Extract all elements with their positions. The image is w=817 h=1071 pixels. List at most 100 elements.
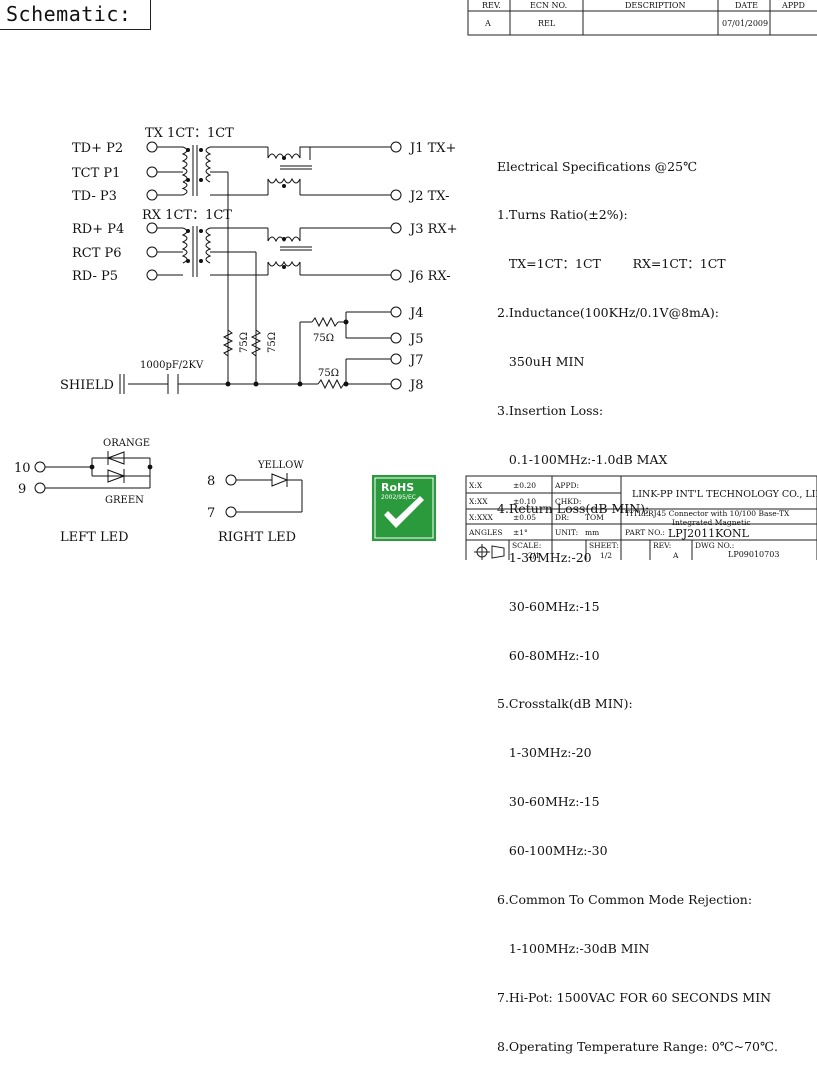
appd-header: APPD <box>781 1 805 10</box>
angles-val: ±1° <box>513 528 528 537</box>
tol-x-val: ±0.20 <box>513 481 536 490</box>
angles: ANGLES <box>468 528 503 537</box>
tol-xx-val: ±0.10 <box>513 497 536 506</box>
dr-label: DR: <box>555 513 569 522</box>
spec-line: 1.Turns Ratio(±2%): <box>497 207 628 223</box>
spec-line: 6.Common To Common Mode Rejection: <box>497 891 753 907</box>
right-led-pin-8: 8 <box>207 474 215 489</box>
spec-line: 4.Return Loss(dB MIN): <box>497 500 650 516</box>
pin-label-rd-minus: RD- P5 <box>72 269 118 284</box>
drawing-number: LP09010703 <box>728 550 779 559</box>
rev-label: REV: <box>653 541 671 550</box>
pin-label-td-plus: TD+ P2 <box>72 141 123 156</box>
spec-line: TX=1CT：1CT RX=1CT：1CT <box>497 256 726 272</box>
spec-line: 30-60MHz:-15 <box>497 598 600 614</box>
part-number: LPJ2011KONL <box>668 527 750 540</box>
chkd-label: CHKD: <box>555 497 581 506</box>
heading-box <box>0 0 151 30</box>
schematic-diagram: REV. ECN NO. DESCRIPTION DATE APPD A REL… <box>14 0 817 560</box>
revision-table <box>467 0 817 36</box>
rev-cell: A <box>484 19 491 28</box>
spec-line: 1-30MHz:-20 <box>497 549 592 565</box>
page-title: Schematic: <box>6 2 132 26</box>
title-field-label: TITLE: <box>625 509 651 518</box>
title-line-2: Integrated Magnetic <box>672 518 751 527</box>
rohs-badge <box>372 475 436 541</box>
dwg-label: DWG NO.: <box>695 541 734 550</box>
rx-ratio-label: RX 1CT：1CT <box>142 208 232 223</box>
rev-val: A <box>672 551 679 560</box>
pin-label-j8: J8 <box>408 378 423 393</box>
part-label: PART NO.: <box>625 528 665 537</box>
rohs-code: 2002/95/EC <box>381 494 416 501</box>
resistor-label-2: 75Ω <box>267 332 278 353</box>
tx-ratio-label: TX 1CT：1CT <box>145 126 234 141</box>
spec-line: 3.Insertion Loss: <box>497 403 604 419</box>
spec-line: 2.Inductance(100KHz/0.1V@8mA): <box>497 305 719 321</box>
appd-label: APPD: <box>554 481 579 490</box>
checkmark-icon <box>384 496 424 528</box>
sheet-val: 1/2 <box>600 551 612 560</box>
spec-line: 1-100MHz:-30dB MIN <box>497 940 650 956</box>
spec-line: 60-80MHz:-10 <box>497 647 600 663</box>
title-block-text: X:X ±0.20 X:XX ±0.10 X:XXX ±0.05 ANGLES … <box>468 481 790 560</box>
description-header: DESCRIPTION <box>625 1 685 10</box>
tol-xxx-val: ±0.05 <box>513 513 536 522</box>
pin-label-j5: J5 <box>408 332 423 347</box>
date-header: DATE <box>735 1 758 10</box>
right-led-color: YELLOW <box>257 460 304 471</box>
spec-line: 0.1-100MHz:-1.0dB MAX <box>497 451 668 467</box>
pin-label-j3: J3 RX+ <box>408 222 458 237</box>
spec-line: 350uH MIN <box>497 354 585 370</box>
sheet-label: SHEET: <box>589 541 619 550</box>
tol-xx: X:XX <box>469 497 488 506</box>
rev-header: REV. <box>482 1 501 10</box>
tol-x: X:X <box>469 481 483 490</box>
ecn-cell: REL <box>538 19 556 28</box>
title-block <box>465 475 817 560</box>
date-cell: 07/01/2009 <box>722 19 768 28</box>
spec-line: Electrical Specifications @25℃ <box>497 158 698 174</box>
title-line-1: RJ45 Connector with 10/100 Base-TX <box>648 509 790 518</box>
resistor-label-4: 75Ω <box>318 368 339 379</box>
rohs-label: RoHS <box>381 481 414 494</box>
resistor-label-1: 75Ω <box>239 332 250 353</box>
scale-val: 2/1 <box>528 551 540 560</box>
pin-label-j6: J6 RX- <box>408 269 451 284</box>
pin-label-j4: J4 <box>408 306 423 321</box>
left-led-pin-9: 9 <box>18 482 26 497</box>
capacitor-label: 1000pF/2KV <box>140 360 204 371</box>
unit-label: UNIT: <box>555 528 578 537</box>
left-led-top-color: ORANGE <box>103 438 150 449</box>
shield-label: SHIELD <box>60 378 114 393</box>
right-led-caption: RIGHT LED <box>218 530 296 545</box>
spec-line: 60-100MHz:-30 <box>497 843 608 859</box>
scale-label: SCALE: <box>512 541 541 550</box>
pin-label-rd-plus: RD+ P4 <box>72 222 124 237</box>
ecn-header: ECN NO. <box>530 1 567 10</box>
resistor-label-3: 75Ω <box>313 333 334 344</box>
spec-line: 5.Crosstalk(dB MIN): <box>497 696 633 712</box>
left-led-pin-10: 10 <box>14 461 31 476</box>
pin-label-rct: RCT P6 <box>72 246 122 261</box>
pin-label-j2: J2 TX- <box>408 189 449 204</box>
pin-label-td-minus: TD- P3 <box>72 189 117 204</box>
electrical-specifications: Electrical Specifications @25℃ 1.Turns R… <box>497 126 778 1071</box>
right-led-symbol <box>225 473 303 518</box>
circuit-wiring <box>119 141 402 394</box>
pin-label-tct: TCT P1 <box>72 166 120 181</box>
left-led-caption: LEFT LED <box>60 530 129 545</box>
dr-val: TOM <box>585 513 604 522</box>
pin-label-j1: J1 TX+ <box>408 141 456 156</box>
junction-dots <box>186 148 349 387</box>
spec-line: 8.Operating Temperature Range: 0℃~70℃. <box>497 1038 778 1054</box>
pin-label-j7: J7 <box>408 353 423 368</box>
right-led-pin-7: 7 <box>207 506 215 521</box>
left-led-bottom-color: GREEN <box>105 495 144 506</box>
spec-line: 30-60MHz:-15 <box>497 794 600 810</box>
tol-xxx: X:XXX <box>469 513 494 522</box>
company-name: LINK-PP INT'L TECHNOLOGY CO., LIMITED <box>632 489 817 500</box>
unit-val: mm <box>585 528 599 537</box>
spec-line: 1-30MHz:-20 <box>497 745 592 761</box>
spec-line: 7.Hi-Pot: 1500VAC FOR 60 SECONDS MIN <box>497 989 772 1005</box>
